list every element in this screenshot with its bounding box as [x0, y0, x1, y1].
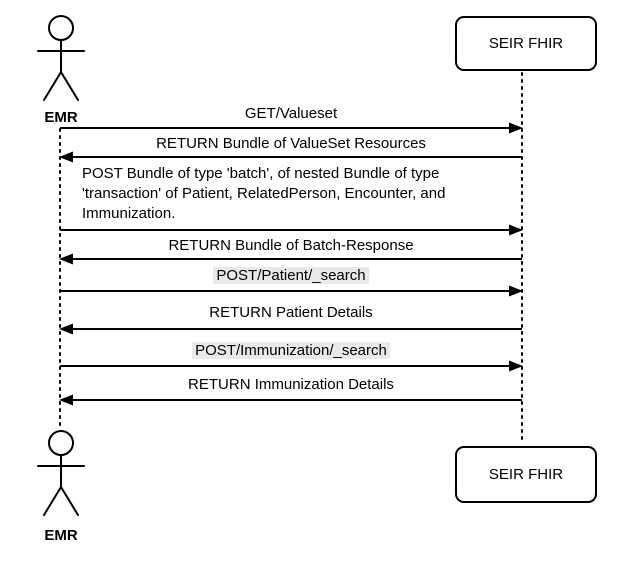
message-label-highlight: POST/Immunization/_search: [192, 342, 390, 359]
actor-leg-right: [60, 71, 79, 101]
participant-box-seir-fhir-top: SEIR FHIR: [455, 16, 597, 71]
arrowhead-left: [59, 151, 73, 163]
message-arrow-post-immunization-search: [60, 360, 523, 372]
message-label-get-valueset: GET/Valueset: [244, 105, 338, 122]
actor-head: [48, 430, 74, 456]
message-label-return-immunization-details: RETURN Immunization Details: [188, 376, 394, 393]
message-arrow-post-patient-search: [60, 285, 523, 297]
arrowhead-right: [509, 122, 523, 134]
message-label-post-bundle-batch: POST Bundle of type 'batch', of nested B…: [82, 165, 446, 222]
actor-leg-left: [43, 486, 62, 516]
arrowhead-right: [509, 224, 523, 236]
arrowhead-right: [509, 285, 523, 297]
actor-figure-emr-bottom: [37, 430, 85, 516]
message-arrow-return-immunization-details: [59, 394, 522, 406]
message-label-highlight: POST/Patient/_search: [213, 267, 369, 284]
message-arrow-return-patient-details: [59, 323, 522, 335]
message-label-return-patient-details: RETURN Patient Details: [209, 304, 373, 321]
participant-box-seir-fhir-bottom: SEIR FHIR: [455, 446, 597, 503]
message-arrow-return-batch-response: [59, 253, 522, 265]
message-label-return-valueset-bundle: RETURN Bundle of ValueSet Resources: [156, 135, 426, 152]
actor-leg-left: [43, 71, 62, 101]
message-arrow-get-valueset: [60, 122, 523, 134]
message-label-post-immunization-search: POST/Immunization/_search: [60, 342, 522, 360]
arrowhead-left: [59, 394, 73, 406]
actor-figure-emr-top: [37, 15, 85, 101]
actor-label-emr-top: EMR: [44, 109, 78, 126]
message-label-post-patient-search: POST/Patient/_search: [60, 267, 522, 285]
message-arrow-post-bundle-batch: [60, 224, 523, 236]
arrowhead-right: [509, 360, 523, 372]
participant-box-label: SEIR FHIR: [488, 466, 564, 483]
actor-head: [48, 15, 74, 41]
arrowhead-left: [59, 323, 73, 335]
actor-label-emr-bottom: EMR: [44, 527, 78, 544]
actor-leg-right: [60, 486, 79, 516]
message-label-return-batch-response: RETURN Bundle of Batch-Response: [168, 237, 414, 254]
message-arrow-return-valueset-bundle: [59, 151, 522, 163]
arrowhead-left: [59, 253, 73, 265]
participant-box-label: SEIR FHIR: [488, 35, 564, 52]
